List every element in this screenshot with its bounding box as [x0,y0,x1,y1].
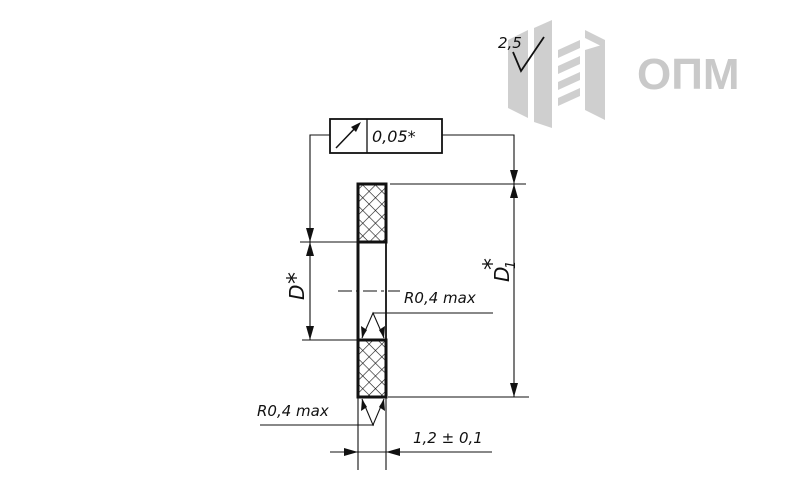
dimension-labels: D * D 1 * R0,4 max R0,4 max 1,2 ± 0,1 [257,258,519,447]
svg-text:1: 1 [504,261,519,269]
hatched-section-top [356,182,388,244]
logo-text: ОПМ [637,50,740,99]
radial-runout-icon [335,122,361,149]
roughness-check-icon [512,36,545,73]
tolerance-frame: 0,05* [329,118,443,154]
logo-stripe [534,20,552,128]
tolerance-value: 0,05* [372,127,416,146]
roughness-value: 2,5 [498,34,522,52]
logo-stripes-slanted [558,30,605,120]
hatched-section-bottom [356,338,388,399]
radius-inner-label: R0,4 max [404,289,476,307]
inner-diameter-label: D * [282,272,310,300]
radius-outer-label: R0,4 max [257,402,329,420]
arrowheads [306,170,518,456]
outer-diameter-label: D 1 * [478,258,519,282]
svg-text:*: * [478,258,506,270]
gasket-section [356,182,388,399]
svg-text:*: * [282,272,310,284]
svg-text:D: D [285,285,309,300]
thickness-label: 1,2 ± 0,1 [413,429,483,447]
surface-roughness-mark: 2,5 [498,34,545,73]
svg-text:D: D [490,267,514,282]
opm-logo: ОПМ [508,20,740,128]
dimension-lines [260,134,529,470]
